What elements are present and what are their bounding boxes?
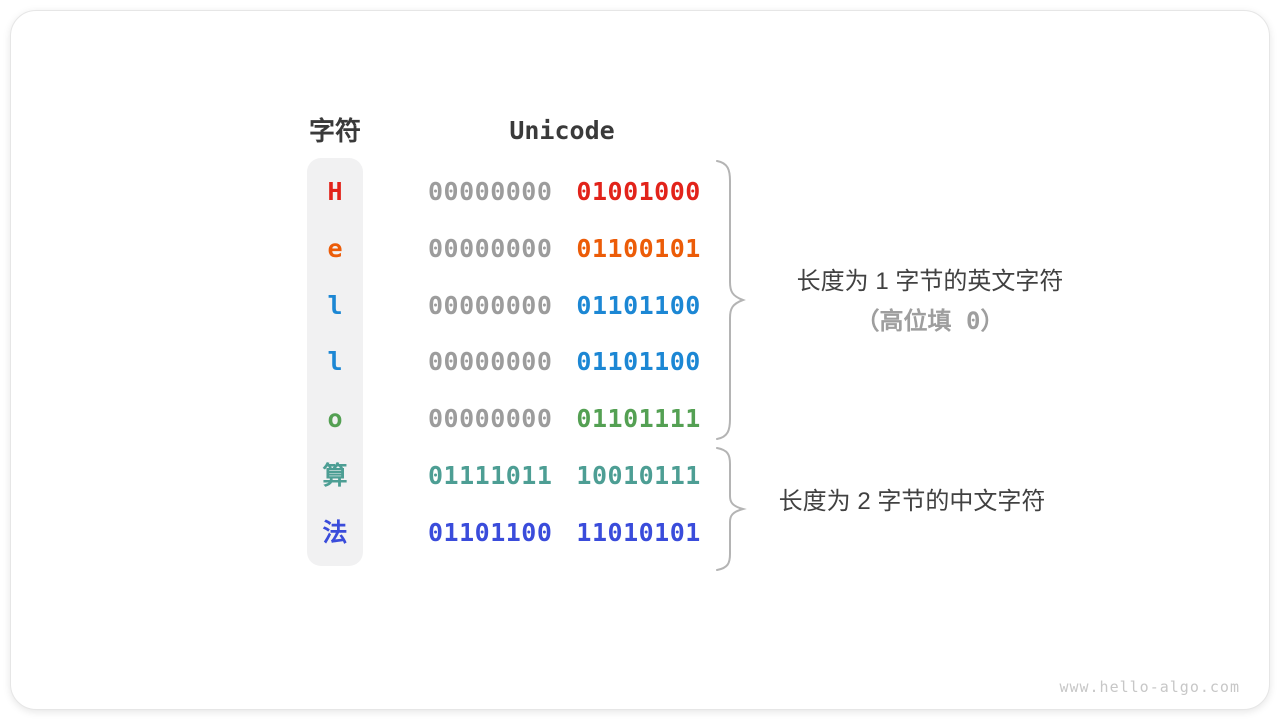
- low-byte: 01100101: [576, 234, 701, 263]
- diagram-card: [10, 10, 1270, 710]
- table-row: l 00000000 01101100: [0, 278, 1280, 334]
- watermark: www.hello-algo.com: [1059, 678, 1240, 696]
- low-byte: 01001000: [576, 177, 701, 206]
- unicode-binary-cell: 00000000 01001000: [428, 164, 701, 220]
- annotation-line: （高位填 0）: [855, 307, 1005, 335]
- character-cell: e: [327, 234, 343, 263]
- annotation-line: 长度为 1 字节的英文字符: [796, 268, 1064, 295]
- table-row: o 00000000 01101111: [0, 391, 1280, 447]
- high-byte: 00000000: [428, 177, 553, 206]
- annotation-chinese-chars: 长度为 2 字节的中文字符: [734, 482, 1090, 522]
- low-byte: 01101100: [576, 347, 701, 376]
- table-row: e 00000000 01100101: [0, 221, 1280, 277]
- high-byte: 01111011: [428, 461, 553, 490]
- curly-brace-icon: [716, 447, 747, 571]
- low-byte: 01101111: [576, 404, 701, 433]
- low-byte: 11010101: [576, 518, 701, 547]
- unicode-binary-cell: 01101100 11010101: [428, 505, 701, 561]
- unicode-binary-cell: 00000000 01100101: [428, 221, 701, 277]
- character-cell: o: [327, 404, 343, 433]
- high-byte: 00000000: [428, 234, 553, 263]
- high-byte: 00000000: [428, 291, 553, 320]
- annotation-line: 长度为 2 字节的中文字符: [778, 488, 1046, 515]
- low-byte: 10010111: [576, 461, 701, 490]
- unicode-binary-cell: 00000000 01101111: [428, 391, 701, 447]
- character-cell: l: [327, 347, 343, 376]
- character-cell: H: [327, 177, 343, 206]
- high-byte: 00000000: [428, 347, 553, 376]
- high-byte: 01101100: [428, 518, 553, 547]
- unicode-binary-cell: 00000000 01101100: [428, 334, 701, 390]
- table-row: H 00000000 01001000: [0, 164, 1280, 220]
- table-row: 法 01101100 11010101: [0, 505, 1280, 561]
- character-cell: l: [327, 291, 343, 320]
- table-row: l 00000000 01101100: [0, 334, 1280, 390]
- unicode-binary-cell: 00000000 01101100: [428, 278, 701, 334]
- column-header-char: 字符: [308, 116, 361, 146]
- column-header-unicode: Unicode: [509, 116, 615, 145]
- low-byte: 01101100: [576, 291, 701, 320]
- character-cell: 法: [322, 518, 348, 547]
- annotation-english-chars: 长度为 1 字节的英文字符 （高位填 0）: [752, 262, 1108, 340]
- curly-brace-icon: [716, 160, 746, 440]
- high-byte: 00000000: [428, 404, 553, 433]
- character-cell: 算: [322, 461, 348, 490]
- character-column-background: [307, 158, 363, 566]
- unicode-binary-cell: 01111011 10010111: [428, 448, 701, 504]
- table-row: 算 01111011 10010111: [0, 448, 1280, 504]
